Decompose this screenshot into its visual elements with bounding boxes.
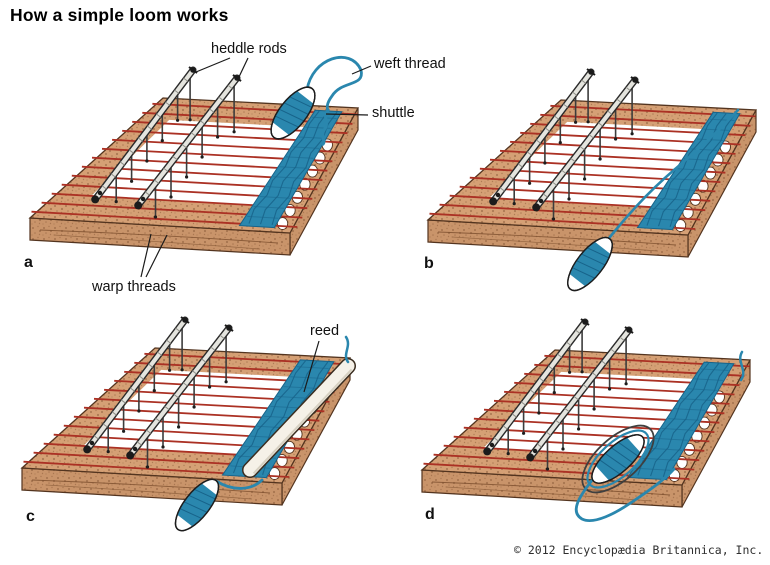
weft-thread (305, 56, 363, 114)
shuttle (174, 478, 220, 532)
weft-thread (320, 108, 330, 146)
heddle-assembly (91, 66, 242, 219)
panel-letter-c: c (26, 508, 35, 525)
heddle-assembly (83, 316, 234, 469)
label-warp-threads: warp threads (92, 279, 176, 295)
leader-lines (140, 57, 372, 393)
weft-thread (214, 478, 264, 490)
label-shuttle: shuttle (372, 105, 415, 121)
shuttle (591, 434, 645, 484)
copyright-notice: © 2012 Encyclopædia Britannica, Inc. (514, 543, 764, 557)
panel-letter-d: d (425, 506, 435, 523)
loom-panel-c (20, 316, 356, 532)
label-weft-thread: weft thread (374, 56, 446, 72)
loom-frame (420, 349, 752, 508)
loom-panel-b (426, 68, 758, 292)
shuttle (270, 86, 316, 140)
page-title: How a simple loom works (10, 5, 229, 25)
loom-panel-d (420, 318, 752, 522)
label-heddle-rods: heddle rods (211, 41, 287, 57)
weft-thread (739, 350, 745, 382)
weft-thread (344, 335, 350, 364)
shuttle (567, 236, 613, 292)
woven-cloth (221, 359, 335, 479)
weft-thread (574, 467, 676, 522)
woven-cloth (636, 111, 741, 231)
heddle-assembly (483, 318, 634, 471)
loom-panel-a (28, 56, 363, 256)
woven-cloth (238, 109, 343, 229)
panel-letter-a: a (24, 254, 33, 271)
heddle-assembly (489, 68, 640, 221)
reed (242, 358, 356, 478)
shuttle-loop-front (586, 429, 650, 489)
panel-letter-b: b (424, 255, 434, 272)
label-reed: reed (310, 323, 340, 339)
